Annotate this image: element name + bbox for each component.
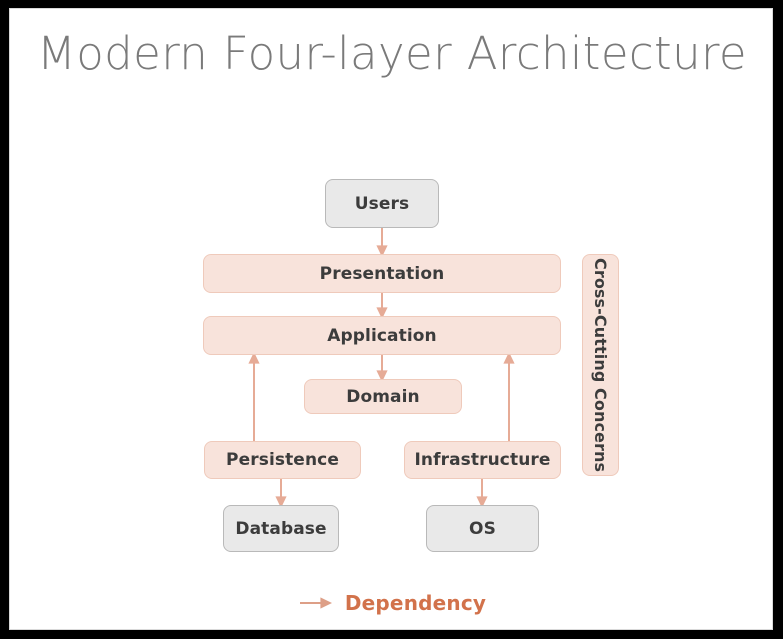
slide-canvas: Modern Four-layer Architecture [9,8,773,630]
diagram-stage: Users Presentation Application Domain Pe… [10,9,772,629]
legend-label: Dependency [344,591,487,615]
node-cross-cutting-concerns[interactable]: Cross-Cutting Concerns [582,254,619,476]
node-application[interactable]: Application [203,316,561,355]
page-title: Modern Four-layer Architecture [36,27,748,80]
node-presentation[interactable]: Presentation [203,254,561,293]
node-users[interactable]: Users [325,179,439,228]
legend: Dependency [10,591,772,615]
node-os[interactable]: OS [426,505,539,552]
node-infrastructure[interactable]: Infrastructure [404,441,561,479]
node-domain[interactable]: Domain [304,379,462,414]
node-database[interactable]: Database [223,505,339,552]
node-persistence[interactable]: Persistence [204,441,361,479]
arrow-right-icon [299,597,332,609]
